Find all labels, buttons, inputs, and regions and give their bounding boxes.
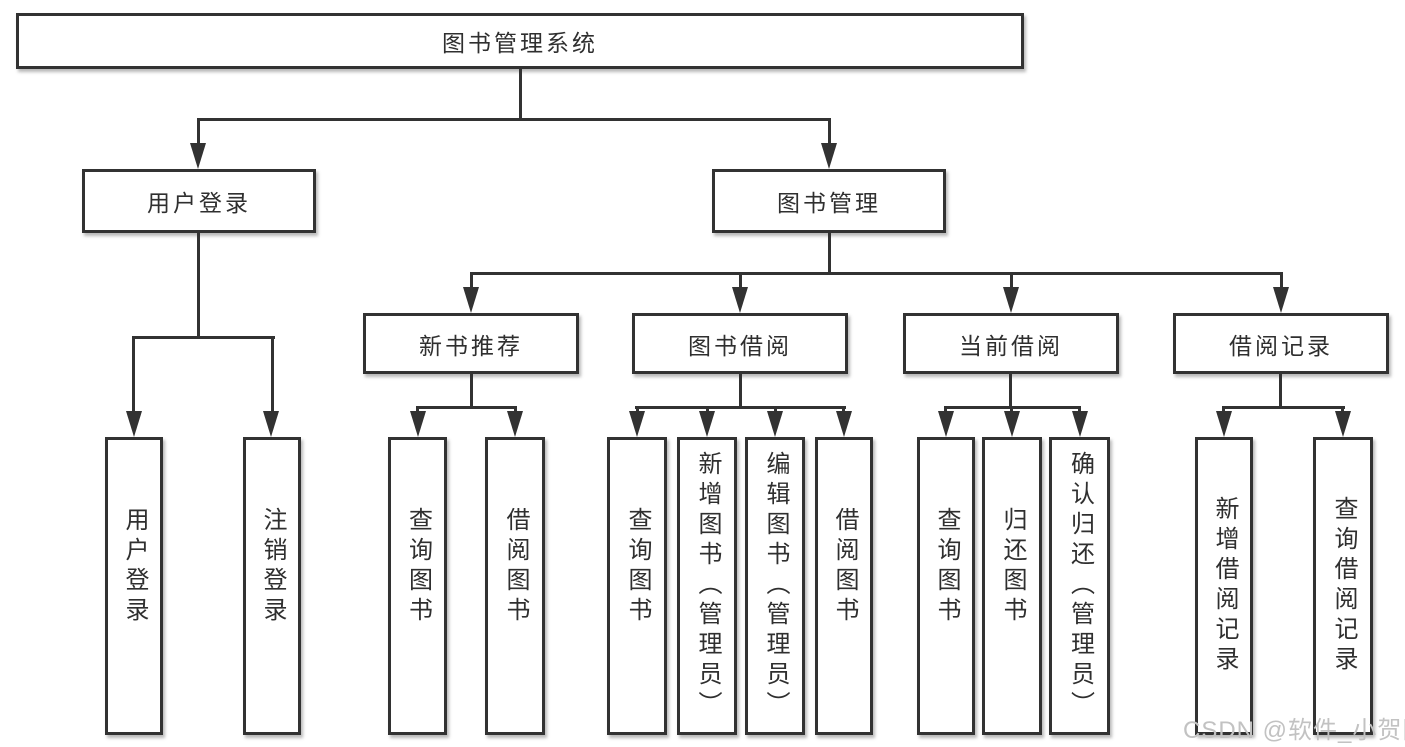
node-label: 新书推荐 <box>419 332 523 359</box>
node-book-management: 图书管理 <box>712 169 946 233</box>
node-label: 图书管理 <box>777 190 881 216</box>
connector-line <box>828 233 831 272</box>
connector-line <box>1222 406 1345 409</box>
arrowhead-down <box>1335 411 1351 437</box>
connector-line <box>1009 374 1012 406</box>
connector-line <box>828 121 831 147</box>
arrowhead-down <box>938 411 954 437</box>
node-label: 归还图书 <box>999 507 1026 627</box>
connector-line <box>132 336 275 339</box>
node-leaf-query-books-1: 查询图书 <box>388 437 447 735</box>
connector-line <box>470 275 473 290</box>
node-label: 确认归还（管理员） <box>1066 451 1094 721</box>
node-book-management-system: 图书管理系统 <box>16 13 1024 69</box>
node-label: 用户登录 <box>147 190 251 216</box>
arrowhead-down <box>410 411 426 437</box>
arrowhead-down <box>699 411 715 437</box>
connector-line <box>1280 275 1283 290</box>
arrowhead-down <box>190 143 206 169</box>
node-leaf-return-books: 归还图书 <box>982 437 1042 735</box>
node-book-borrowing: 图书借阅 <box>632 313 848 374</box>
node-leaf-edit-books-admin: 编辑图书（管理员） <box>745 437 805 735</box>
node-label: 图书管理系统 <box>442 30 598 56</box>
node-leaf-borrow-books-2: 借阅图书 <box>815 437 873 735</box>
connector-line <box>635 406 846 409</box>
arrowhead-down <box>463 287 479 313</box>
arrowhead-down <box>1003 287 1019 313</box>
node-label: 借阅图书 <box>502 507 529 627</box>
node-leaf-confirm-return-admin: 确认归还（管理员） <box>1049 437 1110 735</box>
node-label: 用户登录 <box>121 507 148 627</box>
node-leaf-add-borrow-record: 新增借阅记录 <box>1195 437 1253 735</box>
node-label: 借阅记录 <box>1229 332 1333 359</box>
arrowhead-down <box>767 411 783 437</box>
connector-line <box>739 275 742 290</box>
node-current-borrowing: 当前借阅 <box>903 313 1119 374</box>
node-label: 图书借阅 <box>688 332 792 359</box>
node-borrowing-records: 借阅记录 <box>1173 313 1389 374</box>
node-label: 借阅图书 <box>831 507 858 627</box>
node-leaf-user-login: 用户登录 <box>105 437 163 735</box>
node-leaf-query-books-3: 查询图书 <box>917 437 975 735</box>
arrowhead-down <box>507 411 523 437</box>
node-leaf-query-books-2: 查询图书 <box>607 437 667 735</box>
node-label: 编辑图书（管理员） <box>762 451 789 721</box>
arrowhead-down <box>263 411 279 437</box>
node-leaf-logout: 注销登录 <box>243 437 301 735</box>
arrowhead-down <box>126 411 142 437</box>
node-label: 查询图书 <box>404 507 432 627</box>
connector-line <box>1279 374 1282 406</box>
node-user-login: 用户登录 <box>82 169 316 233</box>
node-label: 注销登录 <box>259 507 286 627</box>
node-leaf-add-books-admin: 新增图书（管理员） <box>677 437 737 735</box>
connector-line <box>470 272 1283 275</box>
csdn-watermark: CSDN @软件_小贺同学 <box>1183 717 1405 744</box>
connector-line <box>132 339 135 411</box>
node-leaf-borrow-books-1: 借阅图书 <box>485 437 545 735</box>
node-label: 查询图书 <box>933 507 960 627</box>
connector-line <box>271 339 274 411</box>
arrowhead-down <box>629 411 645 437</box>
node-label: 新增借阅记录 <box>1211 496 1238 676</box>
connector-line <box>1010 275 1013 290</box>
node-label: 查询借阅记录 <box>1330 496 1357 676</box>
node-new-book-recommendation: 新书推荐 <box>363 313 579 374</box>
connector-line <box>739 374 742 406</box>
arrowhead-down <box>836 411 852 437</box>
arrowhead-down <box>1072 411 1088 437</box>
arrowhead-down <box>1216 411 1232 437</box>
connector-line <box>519 69 522 118</box>
connector-line <box>197 118 831 121</box>
arrowhead-down <box>1273 287 1289 313</box>
node-label: 查询图书 <box>624 507 651 627</box>
node-label: 当前借阅 <box>959 332 1063 359</box>
arrowhead-down <box>1004 411 1020 437</box>
arrowhead-down <box>732 287 748 313</box>
arrowhead-down <box>821 143 837 169</box>
connector-line <box>470 374 473 406</box>
connector-line <box>197 121 200 147</box>
node-label: 新增图书（管理员） <box>694 451 721 721</box>
connector-line <box>197 233 200 336</box>
connector-line <box>944 406 1081 409</box>
connector-line <box>416 406 517 409</box>
node-leaf-query-borrow-record: 查询借阅记录 <box>1313 437 1373 735</box>
